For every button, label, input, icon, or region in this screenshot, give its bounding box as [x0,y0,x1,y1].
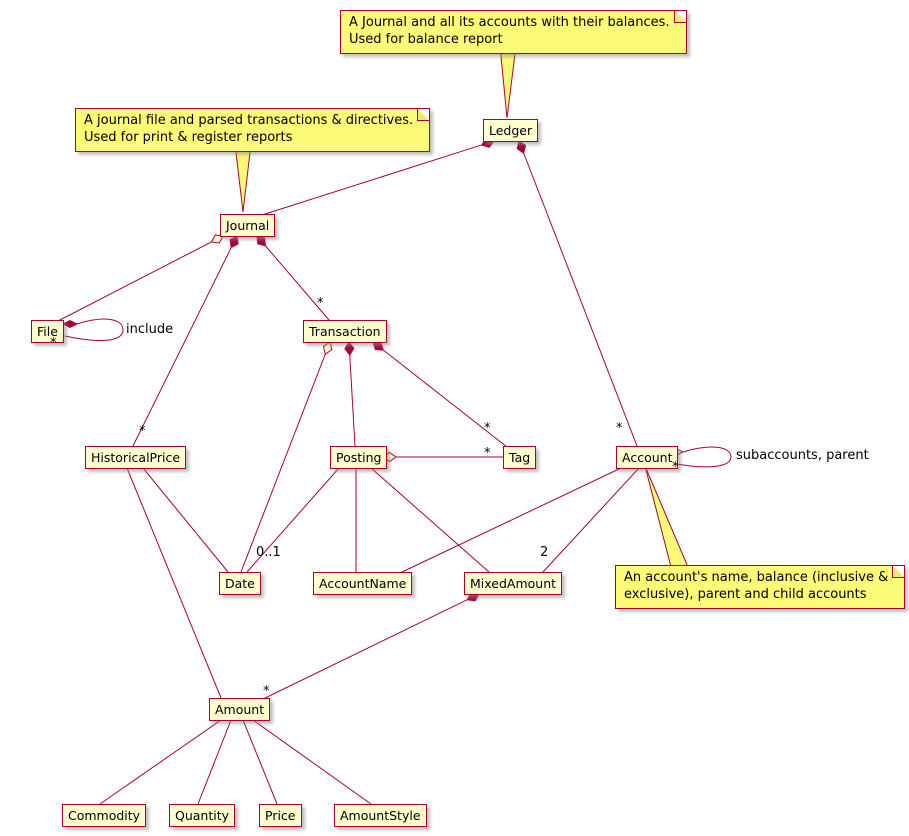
note-journal-line1: A journal file and parsed transactions &… [84,113,414,128]
note-tail-account [644,465,689,568]
note-tail-ledger [499,45,517,119]
edge-historicalprice-date [142,467,229,573]
multiplicity-posting-tag: * [484,446,491,461]
edge-ledger-account [523,152,638,447]
multiplicity-ledger-account: * [616,421,623,436]
edge-amount-price [242,719,278,805]
class-amountstyle: AmountStyle [334,804,427,827]
note-ledger: A Journal and all its accounts with thei… [340,10,687,54]
class-transaction: Transaction [303,320,387,343]
class-accountname: AccountName [313,572,413,595]
multiplicity-account-self: * [672,460,679,475]
class-date: Date [219,572,261,595]
class-tag: Tag [503,446,537,469]
edge-journal-file [57,241,212,322]
diamond-edge-transaction-posting [344,341,355,356]
edge-account-self-loop [670,446,732,468]
edge-mixedamount-amount [260,599,468,701]
multiplicity-transaction-tag: * [484,421,491,436]
note-ledger-line1: A Journal and all its accounts with thei… [349,15,670,30]
edge-amount-commodity [99,719,222,805]
note-account-line1: An account's name, balance (inclusive & [624,570,889,585]
diamond-file-include [61,319,79,329]
edge-transaction-date [240,353,326,573]
label-file-include-loop: include [126,322,174,337]
label-account-self-loop: subaccounts, parent [736,448,869,463]
edge-transaction-posting [349,354,356,447]
note-tail-journal [234,143,252,213]
multiplicity-mixedamount-amount: * [263,684,270,699]
note-account-line2: exclusive), parent and child accounts [624,587,867,602]
edge-posting-date [246,467,340,573]
class-transaction-label: Transaction [309,324,381,339]
class-tag-label: Tag [509,450,531,465]
edge-account-accountname [399,467,622,574]
class-accountname-label: AccountName [319,576,407,591]
edge-historicalprice-amount [126,467,222,699]
multiplicity-posting-date: 0..1 [256,545,281,560]
multiplicity-journal-transaction: * [317,296,324,311]
class-journal-label: Journal [226,218,270,233]
class-account-label: Account [622,450,673,465]
edge-posting-mixedamount [370,467,490,573]
class-historicalprice-label: HistoricalPrice [91,450,181,465]
class-mixedamount: MixedAmount [464,572,563,595]
edge-amount-quantity [197,719,232,805]
edge-amount-amountstyle [252,719,372,805]
multiplicity-file-self: * [50,336,57,351]
edge-account-mixedamount [542,467,640,573]
multiplicity-account-mixedamount: 2 [540,545,549,560]
class-posting: Posting [330,446,388,469]
class-amount-label: Amount [215,702,265,717]
class-posting-label: Posting [336,450,382,465]
edge-journal-transaction [265,245,330,321]
class-quantity: Quantity [169,804,236,827]
diamond-edge-ledger-account [516,140,527,154]
class-file-label: File [37,324,58,339]
diamond-edge-journal-transaction [256,235,267,247]
class-account: Account [616,446,679,469]
class-price: Price [259,804,302,827]
class-amount: Amount [209,698,271,721]
class-ledger-label: Ledger [489,123,533,138]
class-price-label: Price [265,808,296,823]
edge-transaction-tag [382,349,508,448]
multiplicity-journal-historicalprice: * [139,424,146,439]
class-amountstyle-label: AmountStyle [340,808,421,823]
note-journal-line2: Used for print & register reports [84,130,293,145]
edge-file-include-loop [64,318,124,341]
class-commodity: Commodity [62,804,147,827]
class-ledger: Ledger [483,119,539,142]
diamond-edge-transaction-date [322,341,333,355]
edge-journal-historicalprice [132,247,232,447]
note-account: An account's name, balance (inclusive & … [615,565,906,609]
class-file: File [31,320,64,343]
class-quantity-label: Quantity [175,808,230,823]
diamond-edge-transaction-tag [372,341,384,351]
note-ledger-line2: Used for balance report [349,32,503,47]
diamond-edge-journal-historicalprice [229,235,239,249]
class-historicalprice: HistoricalPrice [85,446,187,469]
class-mixedamount-label: MixedAmount [470,576,557,591]
edge-ledger-journal [261,144,482,216]
class-commodity-label: Commodity [68,808,141,823]
note-journal: A journal file and parsed transactions &… [75,108,431,152]
class-date-label: Date [225,576,255,591]
class-journal: Journal [220,214,276,237]
